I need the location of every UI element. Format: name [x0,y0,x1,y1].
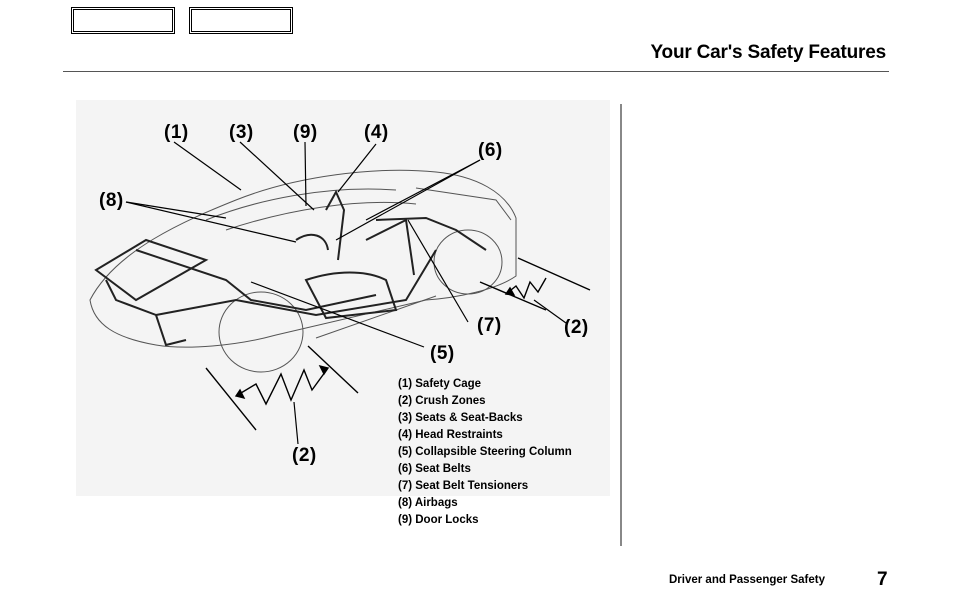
legend-item: (4) Head Restraints [398,429,503,441]
page-number: 7 [877,569,888,590]
nav-button-forward[interactable] [189,7,293,34]
title-divider [63,71,889,72]
legend-item: (7) Seat Belt Tensioners [398,480,529,492]
feature-legend: (1) Safety Cage (2) Crush Zones (3) Seat… [398,376,572,529]
leader-lines [125,141,567,445]
callout-6: (6) [478,140,503,161]
car-illustration [89,141,591,445]
callout-2-rear: (2) [564,317,589,338]
callout-8: (8) [99,190,124,211]
crush-zone-arrows [205,257,591,431]
legend-item: (8) Airbags [398,497,458,509]
callout-9: (9) [293,122,318,143]
legend-item: (2) Crush Zones [398,395,486,407]
callout-2-front: (2) [292,445,317,466]
callout-7: (7) [477,315,502,336]
legend-item: (3) Seats & Seat-Backs [398,412,523,424]
chassis-frame [94,189,487,347]
nav-button-back[interactable] [71,7,175,34]
legend-item: (5) Collapsible Steering Column [398,446,572,458]
footer-section-title: Driver and Passenger Safety [669,574,825,586]
legend-item: (6) Seat Belts [398,463,471,475]
column-divider [620,104,622,546]
legend-item: (9) Door Locks [398,514,479,526]
legend-item: (1) Safety Cage [398,378,482,390]
page-title: Your Car's Safety Features [650,42,886,63]
car-safety-diagram: (1) (3) (9) (4) (6) (8) (7) (2) (5) (2) [76,100,610,496]
car-outline [89,169,517,373]
callout-1: (1) [164,122,189,143]
callout-5: (5) [430,343,455,364]
callout-3: (3) [229,122,254,143]
callout-4: (4) [364,122,389,143]
